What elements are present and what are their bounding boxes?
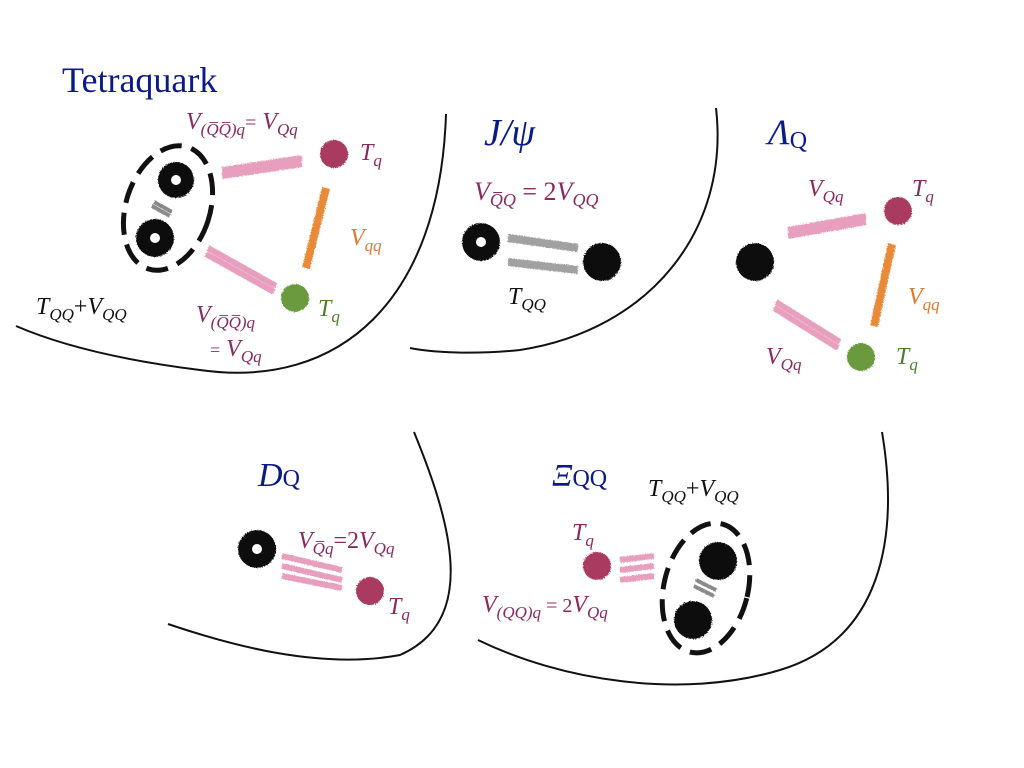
tetraquark-top-interaction-label: V(Q̅Q̅)q= VQq	[186, 109, 298, 139]
lambda-light-bond	[870, 243, 896, 327]
tetraquark-light-bond	[302, 187, 330, 269]
tetraquark-light-quark-bottom	[281, 284, 309, 312]
xi-bond	[619, 553, 655, 583]
lambda-vqq-bottom-label: VQq	[766, 344, 802, 374]
xi-interaction-label: V(QQ)q = 2VQq	[482, 592, 608, 622]
xi-title: ΞQQ	[552, 457, 607, 493]
dmeson-boundary	[167, 431, 452, 661]
lambda-bond-bottom	[772, 299, 842, 351]
tetraquark-bond-bottom	[204, 245, 278, 295]
lambda-bond-top	[787, 213, 867, 239]
tetraquark-bottom-interaction-label: V(Q̅Q̅)q	[196, 302, 256, 332]
heavy-pair-enclosure	[120, 143, 216, 273]
tetraquark-bottom-interaction-rhs: = VQq	[210, 336, 262, 366]
dmeson-title: DQ	[257, 457, 300, 494]
lambda-tq-bottom-label: Tq	[896, 344, 918, 374]
dmeson-heavy-antiquark	[238, 530, 276, 568]
jpsi-heavy-antiquark	[462, 223, 500, 261]
heavy-antiquark-bottom	[136, 219, 174, 257]
dmeson-tq-label: Tq	[388, 594, 410, 624]
xi-heavy-pair-enclosure	[659, 520, 753, 656]
tetraquark-boundary	[15, 113, 447, 374]
xi-heavy-pair-bond	[693, 578, 717, 598]
tetraquark-tq-bottom-label: Tq	[318, 296, 340, 326]
lambda-vqq-light-label: Vqq	[908, 284, 940, 314]
jpsi-boundary	[409, 107, 719, 354]
tetraquark-heavy-pair-label: TQQ+VQQ	[36, 294, 127, 324]
xi-heavy-pair-label: TQQ+VQQ	[648, 476, 739, 506]
xi-tq-label: Tq	[572, 520, 594, 550]
lambda-light-quark-bottom	[847, 343, 875, 371]
jpsi-bond	[507, 234, 579, 274]
jpsi-tqq-label: TQQ	[508, 284, 546, 314]
xi-heavy-quark-bottom	[674, 601, 712, 639]
heavy-pair-bond	[151, 200, 173, 218]
xi-boundary	[477, 431, 889, 686]
heavy-antiquark-top	[158, 162, 194, 198]
dmeson-light-quark	[356, 577, 384, 605]
lambda-vqq-top-label: VQq	[808, 176, 844, 206]
jpsi-heavy-quark	[583, 243, 621, 281]
dmeson-bond	[281, 553, 343, 591]
tetraquark-title: Tetraquark	[62, 60, 217, 100]
tetraquark-bond-top	[221, 155, 303, 179]
xi-heavy-quark-top	[699, 542, 737, 580]
tetraquark-light-quark-top	[320, 140, 348, 168]
jpsi-interaction-label: VQ̅Q = 2VQQ	[474, 177, 598, 210]
lambda-tq-top-label: Tq	[912, 176, 934, 206]
lambda-title: ΛQ	[765, 112, 807, 154]
lambda-heavy-quark	[736, 243, 774, 281]
lambda-light-quark-top	[884, 197, 912, 225]
dmeson-interaction-label: VQ̅q=2VQq	[298, 528, 395, 558]
jpsi-title: J/ψ	[484, 112, 536, 154]
xi-light-quark	[583, 552, 611, 580]
tetraquark-tq-top-label: Tq	[360, 140, 382, 170]
tetraquark-vqq-label: Vqq	[350, 225, 382, 255]
